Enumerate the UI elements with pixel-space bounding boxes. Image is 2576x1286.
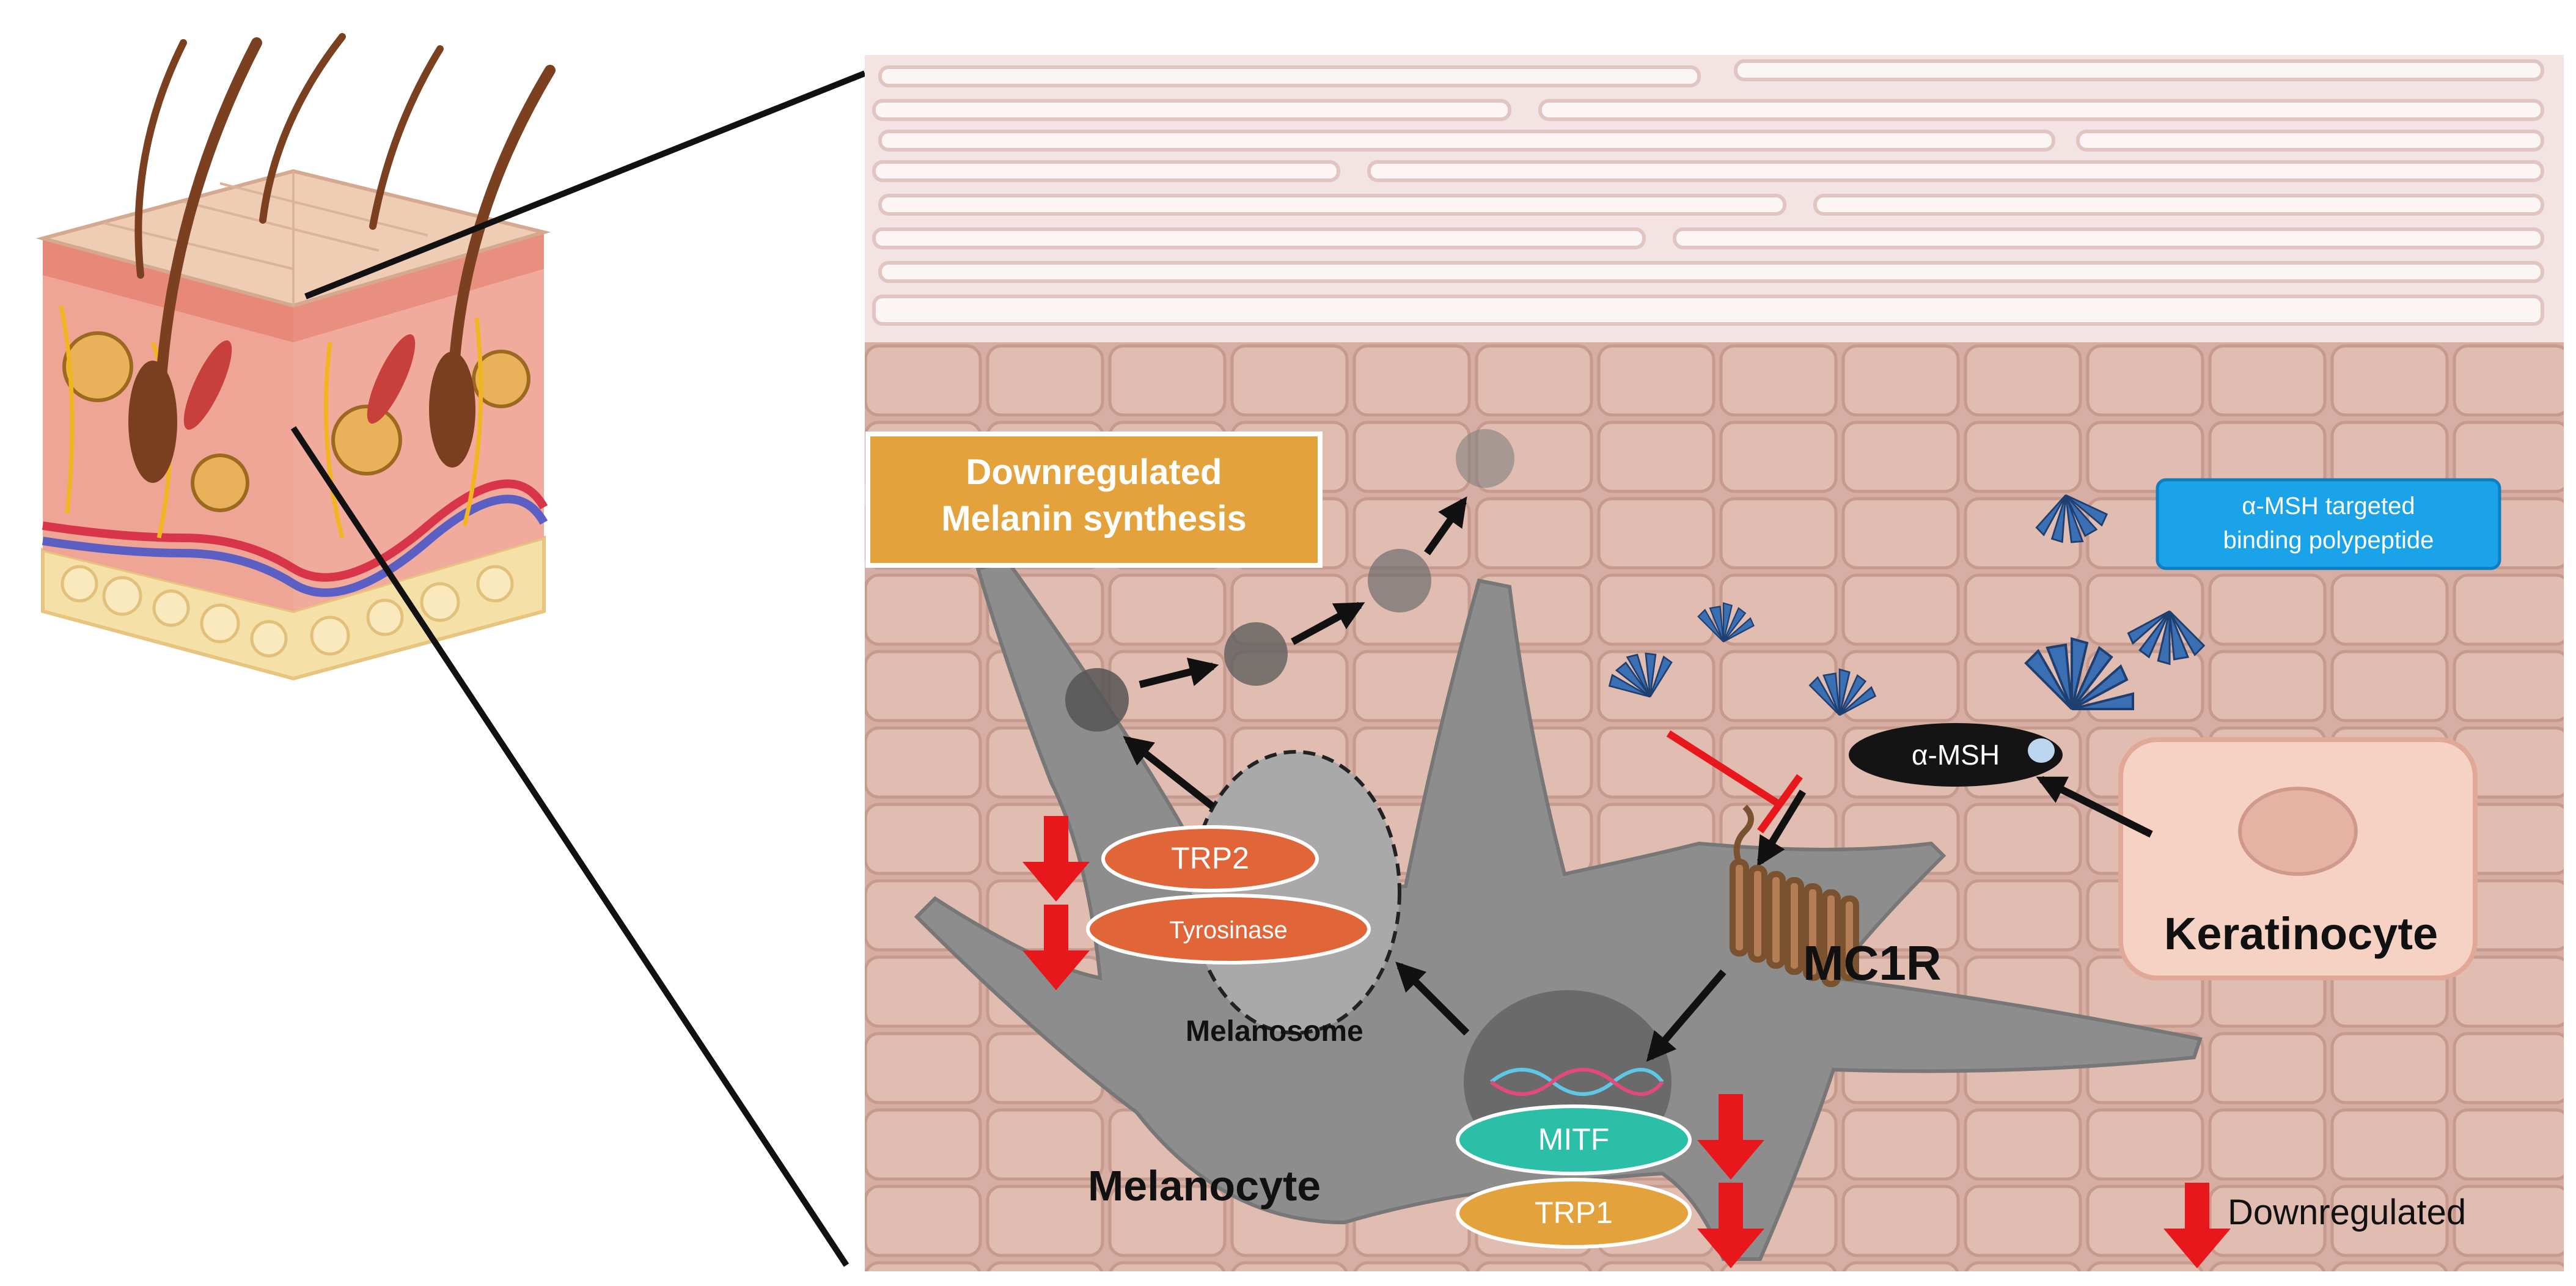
zoom-line-bottom: [290, 426, 849, 1267]
polypeptide-fan-icon: [1697, 602, 1755, 642]
polypeptide-fan-icon: [2127, 610, 2206, 666]
polypeptide-fan-icon: [1608, 652, 1673, 698]
mc1r-label: MC1R: [1803, 936, 1942, 990]
melanosome: [1190, 750, 1401, 1035]
downregulated-melanin-box: [865, 432, 1323, 568]
title-line-1: Downregulated: [966, 452, 1222, 492]
binding-polypeptide-icons: [1608, 494, 2206, 716]
mitf-label: MITF: [1538, 1122, 1610, 1156]
melanocyte-cell: [914, 560, 2203, 1261]
polypeptide-fan-icon: [1808, 668, 1877, 716]
arrow: [1139, 658, 1219, 688]
melanin-granule: [1065, 668, 1129, 732]
melanosome-label: Melanosome: [1186, 1015, 1363, 1048]
arrow: [1123, 736, 1216, 810]
legend-down-arrow-icon: [2163, 1183, 2231, 1268]
melanin-granule: [1368, 549, 1431, 612]
binding-polypeptide-label: α-MSH targeted binding polypeptide: [2157, 489, 2500, 557]
binding-polypeptide-box: [2156, 478, 2501, 570]
tyrosinase-pill: [1086, 894, 1371, 964]
down-arrow-icon: [1022, 816, 1090, 902]
dna-helix-icon: [1490, 1068, 1664, 1096]
title-line-2: Melanin synthesis: [941, 499, 1247, 538]
arrow: [1646, 969, 1727, 1062]
alpha-msh-label: α-MSH: [1911, 739, 2000, 771]
down-arrow-icon: [1022, 905, 1090, 990]
polypeptide-fan-icon: [2035, 494, 2108, 543]
skin-cross-section-illustration: [35, 33, 556, 681]
trp2-pill: [1101, 825, 1319, 892]
down-arrow-icon: [1697, 1094, 1764, 1180]
mc1r-receptor-icon: [1730, 804, 1859, 987]
melanin-granule: [1224, 622, 1288, 686]
melanocyte-label: Melanocyte: [1088, 1162, 1321, 1210]
melanin-granules: [1065, 429, 1514, 732]
arrow: [1424, 496, 1467, 556]
binding-line-1: α-MSH targeted: [2242, 493, 2415, 520]
arrow: [1756, 789, 1807, 867]
melanin-granule: [1456, 429, 1514, 488]
pathway-arrows: [1123, 496, 2153, 1062]
down-arrow-icon: [1697, 1183, 1764, 1268]
downregulation-arrows: [1022, 816, 2231, 1268]
trp1-pill: [1456, 1178, 1692, 1249]
trp1-label: TRP1: [1535, 1196, 1613, 1230]
keratinocyte-cell: [2118, 737, 2478, 980]
stratum-corneum-layer: [865, 55, 2564, 342]
tyrosinase-label: Tyrosinase: [1169, 917, 1288, 944]
legend-label: Downregulated: [2228, 1192, 2467, 1232]
inhibition-symbol: [1666, 730, 1803, 834]
polypeptide-fan-icon: [2024, 637, 2134, 710]
arrow: [1291, 601, 1365, 645]
binding-line-2: binding polypeptide: [2223, 527, 2434, 554]
downregulated-melanin-title: Downregulated Melanin synthesis: [868, 449, 1320, 542]
mitf-pill: [1456, 1104, 1692, 1175]
trp2-label: TRP2: [1171, 841, 1249, 875]
zoom-line-top: [304, 70, 866, 299]
arrow: [1395, 961, 1470, 1036]
alpha-msh-molecule: [1849, 723, 2063, 787]
arrow: [2036, 776, 2153, 838]
keratinocyte-label: Keratinocyte: [2163, 908, 2438, 959]
